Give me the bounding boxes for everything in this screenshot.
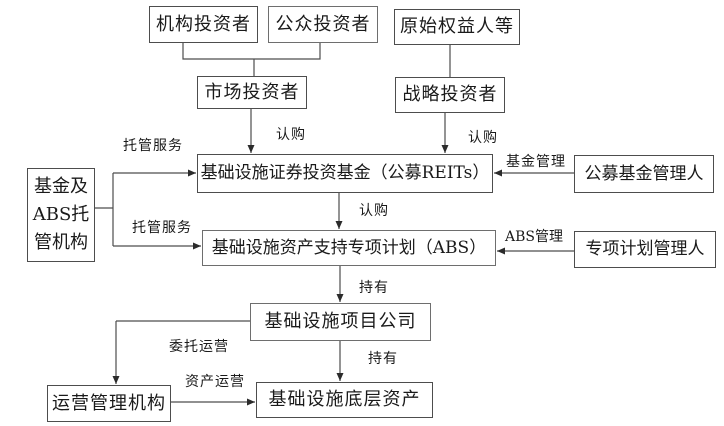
box-underlying-asset: 基础设施底层资产 <box>256 382 433 418</box>
custodian-line-2: ABS托 <box>32 204 90 226</box>
custodian-line-1: 基金及 <box>34 176 88 198</box>
box-strategic-investor: 战略投资者 <box>395 77 505 113</box>
custodian-line-3: 管机构 <box>34 231 88 253</box>
label-hold-project-to-asset: 持有 <box>367 348 399 368</box>
label-custody-service-top: 托管服务 <box>122 135 184 155</box>
label-abs-management: ABS管理 <box>504 226 564 246</box>
box-original-equity-holder: 原始权益人等 <box>394 9 520 45</box>
box-public-fund-manager: 公募基金管理人 <box>574 155 714 193</box>
label-custody-service-bottom: 托管服务 <box>131 217 193 237</box>
box-project-company: 基础设施项目公司 <box>250 303 431 341</box>
label-hold-abs-to-project: 持有 <box>358 277 390 297</box>
label-asset-operation: 资产运营 <box>184 371 246 391</box>
box-market-investor: 市场投资者 <box>197 76 307 109</box>
label-subscribe-strategic: 认购 <box>467 127 499 147</box>
label-subscribe-reits-to-abs: 认购 <box>358 200 390 220</box>
box-reits-fund: 基础设施证券投资基金（公募REITs） <box>197 154 493 193</box>
label-entrusted-operation: 委托运营 <box>168 336 230 356</box>
box-custodian: 基金及 ABS托 管机构 <box>27 168 95 262</box>
line-custodian-trunk <box>95 173 114 246</box>
box-public-investor: 公众投资者 <box>268 6 378 43</box>
box-special-plan-manager: 专项计划管理人 <box>574 231 716 268</box>
box-operation-manager: 运营管理机构 <box>47 385 171 422</box>
box-institutional-investor: 机构投资者 <box>149 6 258 43</box>
label-subscribe-market: 认购 <box>275 124 307 144</box>
line-investors-merge <box>182 43 321 76</box>
box-abs-plan: 基础设施资产支持专项计划（ABS） <box>202 230 496 266</box>
label-fund-management: 基金管理 <box>505 151 567 171</box>
